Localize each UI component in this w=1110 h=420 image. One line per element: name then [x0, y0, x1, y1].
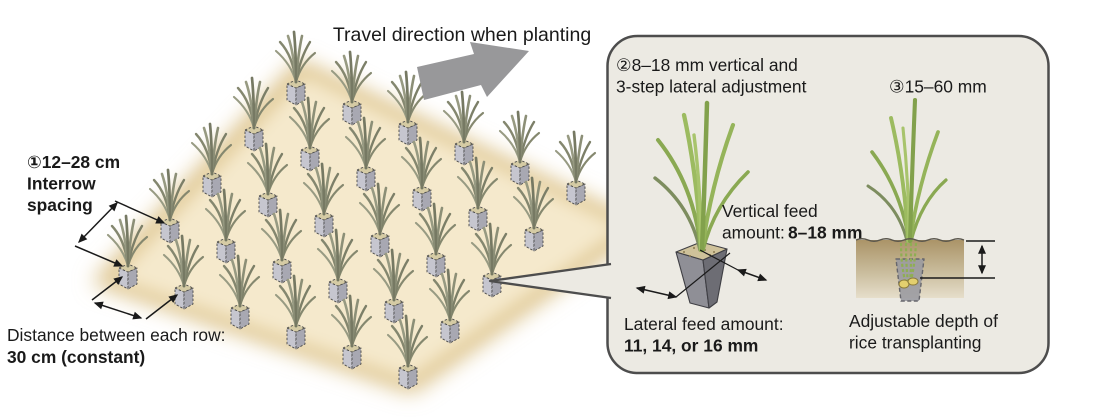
- row-distance-dimension-arrows: [91, 276, 179, 320]
- depth-label-line2: rice transplanting: [849, 333, 981, 353]
- vertical-feed-line2-label: amount:: [722, 223, 785, 243]
- vertical-lateral-heading-line1: ②8–18 mm vertical and: [616, 55, 798, 75]
- depth-label-line1: Adjustable depth of: [849, 311, 998, 331]
- depth-heading: ③15–60 mm: [889, 77, 987, 97]
- interrow-label-line3: spacing: [27, 195, 93, 215]
- seedling-leaves: [653, 100, 750, 253]
- lateral-feed-arrows: [635, 249, 768, 300]
- detail-callout: ②8–18 mm vertical and 3-step lateral adj…: [488, 34, 1050, 375]
- row-distance-label-line2: 30 cm (constant): [7, 347, 145, 367]
- vertical-feed-line1: Vertical feed: [722, 201, 818, 221]
- vertical-feed-line2-value: 8–18 mm: [788, 223, 862, 243]
- interrow-label-line2: Interrow: [27, 174, 96, 194]
- soil-dots: [683, 247, 715, 257]
- depth-dimension-arrows: [920, 240, 995, 279]
- transplant-depth-illustration: [855, 97, 995, 302]
- seeds: [898, 277, 919, 289]
- soil-surface-line: [855, 238, 965, 242]
- feed-amount-illustration: [635, 100, 768, 309]
- travel-direction-arrow-icon: [417, 42, 529, 100]
- travel-direction-label: Travel direction when planting: [333, 24, 591, 46]
- interrow-label-line1: ①12–28 cm: [27, 152, 120, 172]
- interrow-dimension-arrows: [74, 200, 166, 267]
- row-distance-label-line1: Distance between each row:: [7, 325, 225, 345]
- lateral-feed-label: Lateral feed amount:: [624, 314, 784, 334]
- field-illustration: Travel direction when planting ①12–28 cm…: [7, 24, 648, 393]
- lateral-feed-value: 11, 14, or 16 mm: [624, 336, 758, 356]
- callout-tail-outline: [488, 262, 612, 300]
- vertical-lateral-heading-line2: 3-step lateral adjustment: [616, 77, 807, 97]
- callout-tail: [490, 264, 611, 298]
- transplanted-plant-leaves: [866, 97, 948, 244]
